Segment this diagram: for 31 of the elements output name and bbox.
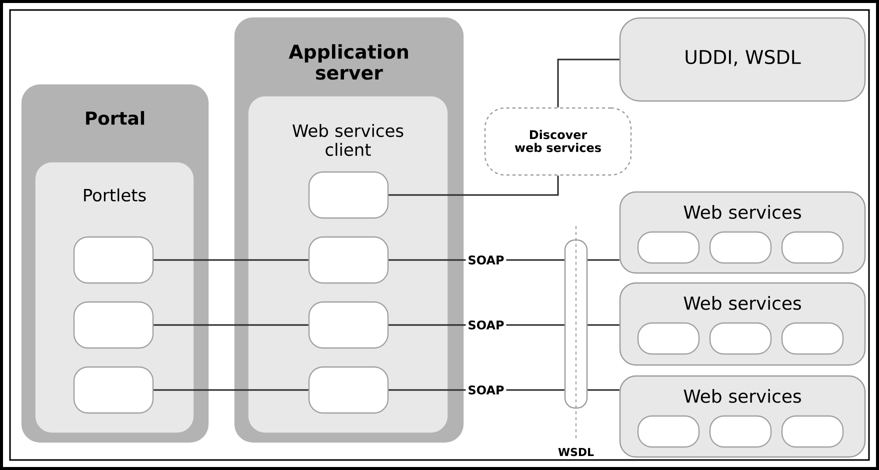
connector-line xyxy=(388,176,559,196)
connector-line xyxy=(154,324,308,326)
connector-line xyxy=(154,389,308,391)
rounded-box xyxy=(781,322,844,355)
rounded-box xyxy=(781,415,844,448)
dashed-pill: WSDL xyxy=(558,226,594,456)
registry-box: UDDI, WSDL xyxy=(619,17,866,102)
rounded-box xyxy=(709,231,772,264)
rounded-box xyxy=(637,322,700,355)
rounded-box xyxy=(73,301,154,349)
dashed-bubble: Discover web services xyxy=(484,107,632,176)
rounded-box xyxy=(73,236,154,284)
rounded-box xyxy=(781,231,844,264)
edge-label: SOAP xyxy=(466,383,506,396)
connector-line xyxy=(588,324,620,326)
node-label: WSDL xyxy=(558,448,594,456)
connector-line xyxy=(154,259,308,261)
rounded-box xyxy=(637,415,700,448)
connector-line xyxy=(588,389,620,391)
rounded-box xyxy=(308,301,389,349)
rounded-box xyxy=(709,322,772,355)
rounded-box xyxy=(709,415,772,448)
edge-label: SOAP xyxy=(466,253,506,266)
rounded-box xyxy=(73,366,154,414)
rounded-box xyxy=(308,171,389,219)
edge-label: SOAP xyxy=(466,318,506,332)
rounded-box xyxy=(308,236,389,284)
rounded-box xyxy=(308,366,389,414)
connector-line xyxy=(557,58,620,108)
rounded-box xyxy=(637,231,700,264)
connector-line xyxy=(588,259,620,261)
